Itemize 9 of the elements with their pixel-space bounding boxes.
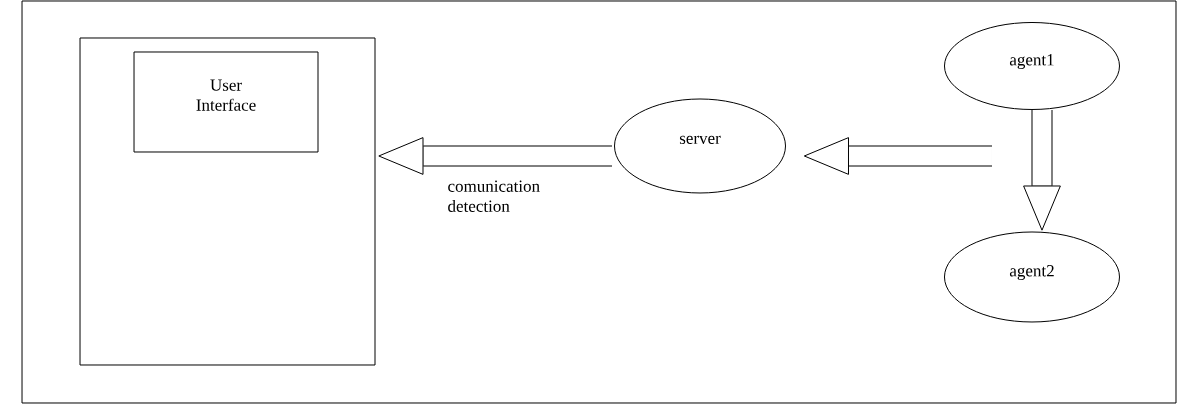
ellipse-node: agent2 bbox=[944, 231, 1120, 323]
container-box bbox=[79, 37, 376, 366]
block-arrow bbox=[1023, 110, 1061, 231]
ellipse-node: agent1 bbox=[944, 22, 1120, 110]
block-arrow bbox=[803, 137, 992, 175]
ellipse-node: server bbox=[614, 98, 786, 194]
block-arrow bbox=[378, 137, 612, 175]
box: User Interface bbox=[133, 51, 319, 153]
edge-label: comunication detection bbox=[448, 180, 540, 212]
